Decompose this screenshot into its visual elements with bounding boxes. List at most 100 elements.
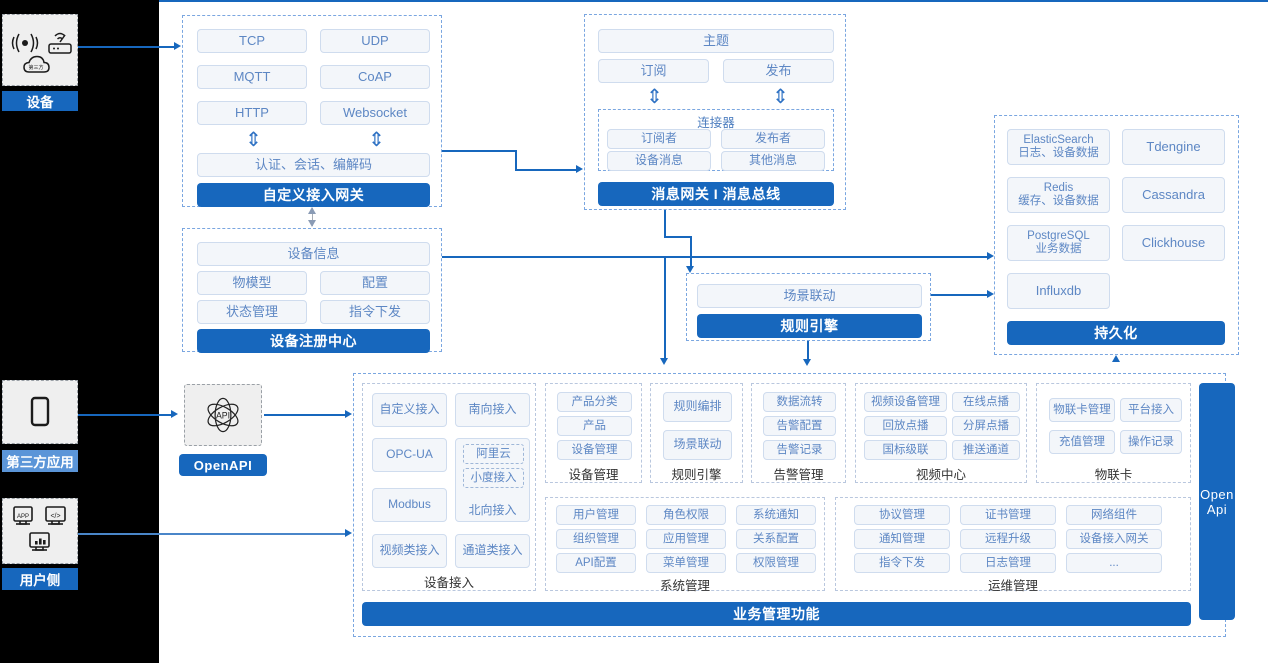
thing-model-chip[interactable]: 物模型 xyxy=(197,271,307,295)
item-menu-mgmt[interactable]: 菜单管理 xyxy=(646,553,726,573)
item-device-access-gateway[interactable]: 设备接入网关 xyxy=(1066,529,1162,549)
db-elasticsearch[interactable]: ElasticSearch 日志、设备数据 xyxy=(1007,129,1110,165)
db-postgresql[interactable]: PostgreSQL 业务数据 xyxy=(1007,225,1110,261)
item-more[interactable]: ... xyxy=(1066,553,1162,573)
connector-device-message[interactable]: 设备消息 xyxy=(607,151,711,171)
device-registry-panel: 设备信息 物模型 配置 状态管理 指令下发 设备注册中心 xyxy=(182,228,442,353)
item-system-notice[interactable]: 系统通知 xyxy=(736,505,816,525)
device-registry-bar[interactable]: 设备注册中心 xyxy=(197,329,430,353)
access-xiaodu[interactable]: 小度接入 xyxy=(463,468,524,488)
state-management-chip[interactable]: 状态管理 xyxy=(197,300,307,324)
item-split-screen-vod[interactable]: 分屏点播 xyxy=(952,416,1020,436)
item-alarm-config[interactable]: 告警配置 xyxy=(763,416,836,436)
item-alarm-record[interactable]: 告警记录 xyxy=(763,440,836,460)
access-northbound-box[interactable]: 阿里云 小度接入 北向接入 xyxy=(455,438,530,522)
item-product-category[interactable]: 产品分类 xyxy=(557,392,632,412)
item-permission-mgmt[interactable]: 权限管理 xyxy=(736,553,816,573)
access-modbus[interactable]: Modbus xyxy=(372,488,447,522)
db-redis[interactable]: Redis 缓存、设备数据 xyxy=(1007,177,1110,213)
item-network-component[interactable]: 网络组件 xyxy=(1066,505,1162,525)
api-atom-icon: API xyxy=(207,397,239,433)
connector-bus-to-business xyxy=(664,256,666,360)
item-online-vod[interactable]: 在线点播 xyxy=(952,392,1020,412)
protocol-websocket[interactable]: Websocket xyxy=(320,101,430,125)
item-relation-config[interactable]: 关系配置 xyxy=(736,529,816,549)
item-notice-mgmt[interactable]: 通知管理 xyxy=(854,529,950,549)
rule-engine-bar[interactable]: 规则引擎 xyxy=(697,314,922,338)
access-southbound[interactable]: 南向接入 xyxy=(455,393,530,427)
connector-gateway-to-msg-v xyxy=(515,150,517,170)
openapi-bar-line1: Open xyxy=(1200,486,1234,502)
db-name: Redis xyxy=(1043,182,1074,195)
item-video-device-mgmt[interactable]: 视频设备管理 xyxy=(864,392,947,412)
item-protocol-mgmt[interactable]: 协议管理 xyxy=(854,505,950,525)
subscribe-chip[interactable]: 订阅 xyxy=(598,59,709,83)
item-scene-linkage[interactable]: 场景联动 xyxy=(663,430,732,460)
scene-linkage-chip[interactable]: 场景联动 xyxy=(697,284,922,308)
publish-chip[interactable]: 发布 xyxy=(723,59,834,83)
config-chip[interactable]: 配置 xyxy=(320,271,430,295)
openapi-icon-tile: API xyxy=(184,384,262,446)
item-log-mgmt[interactable]: 日志管理 xyxy=(960,553,1056,573)
connector-other-message[interactable]: 其他消息 xyxy=(721,151,825,171)
auth-session-codec[interactable]: 认证、会话、编解码 xyxy=(197,153,430,177)
topic-chip[interactable]: 主题 xyxy=(598,29,834,53)
command-dispatch-chip[interactable]: 指令下发 xyxy=(320,300,430,324)
item-operation-log[interactable]: 操作记录 xyxy=(1120,430,1182,454)
connector-subscriber[interactable]: 订阅者 xyxy=(607,129,711,149)
db-clickhouse[interactable]: Clickhouse xyxy=(1122,225,1225,261)
db-cassandra[interactable]: Cassandra xyxy=(1122,177,1225,213)
protocol-udp[interactable]: UDP xyxy=(320,29,430,53)
item-gb-cascade[interactable]: 国标级联 xyxy=(864,440,947,460)
access-video[interactable]: 视频类接入 xyxy=(372,534,447,568)
device-tile: 第三方 xyxy=(2,14,78,86)
connector-publisher[interactable]: 发布者 xyxy=(721,129,825,149)
business-panel: 自定义接入 OPC-UA Modbus 视频类接入 南向接入 阿里云 小度接入 … xyxy=(353,373,1235,637)
openapi-vertical-bar[interactable]: Open Api xyxy=(1199,383,1235,620)
group-rule-engine: 规则编排 场景联动 规则引擎 xyxy=(650,383,743,483)
access-opcua[interactable]: OPC-UA xyxy=(372,438,447,472)
item-rule-orchestration[interactable]: 规则编排 xyxy=(663,392,732,422)
item-data-flow[interactable]: 数据流转 xyxy=(763,392,836,412)
item-recharge-mgmt[interactable]: 充值管理 xyxy=(1049,430,1115,454)
persistence-bar[interactable]: 持久化 xyxy=(1007,321,1225,345)
item-org-mgmt[interactable]: 组织管理 xyxy=(556,529,636,549)
arrow-head-icon xyxy=(345,410,352,418)
protocol-http[interactable]: HTTP xyxy=(197,101,307,125)
item-iot-card-mgmt[interactable]: 物联卡管理 xyxy=(1049,398,1115,422)
group-label: 设备管理 xyxy=(568,468,619,482)
item-api-config[interactable]: API配置 xyxy=(556,553,636,573)
item-remote-upgrade[interactable]: 远程升级 xyxy=(960,529,1056,549)
svg-text:第三方: 第三方 xyxy=(28,64,43,71)
device-info-chip[interactable]: 设备信息 xyxy=(197,242,430,266)
bidirectional-arrow-icon: ⇕ xyxy=(646,86,663,108)
protocol-mqtt[interactable]: MQTT xyxy=(197,65,307,89)
access-aliyun[interactable]: 阿里云 xyxy=(463,444,524,464)
business-management-bar[interactable]: 业务管理功能 xyxy=(362,602,1191,626)
access-custom[interactable]: 自定义接入 xyxy=(372,393,447,427)
item-user-mgmt[interactable]: 用户管理 xyxy=(556,505,636,525)
db-tdengine[interactable]: Tdengine xyxy=(1122,129,1225,165)
protocol-coap[interactable]: CoAP xyxy=(320,65,430,89)
item-playback-vod[interactable]: 回放点播 xyxy=(864,416,947,436)
item-app-mgmt[interactable]: 应用管理 xyxy=(646,529,726,549)
item-platform-access[interactable]: 平台接入 xyxy=(1120,398,1182,422)
item-product[interactable]: 产品 xyxy=(557,416,632,436)
message-gateway-bar[interactable]: 消息网关 I 消息总线 xyxy=(598,182,834,206)
item-device-management[interactable]: 设备管理 xyxy=(557,440,632,460)
connector-gateway-to-msg-h2 xyxy=(515,169,577,171)
custom-access-gateway-bar[interactable]: 自定义接入网关 xyxy=(197,183,430,207)
item-role-permission[interactable]: 角色权限 xyxy=(646,505,726,525)
group-video-center: 视频设备管理 在线点播 回放点播 分屏点播 国标级联 推送通道 视频中心 xyxy=(855,383,1027,483)
arrow-head-down-icon xyxy=(686,266,694,273)
diagram-canvas: TCP UDP MQTT CoAP HTTP Websocket ⇕ ⇕ 认证、… xyxy=(65,0,1268,663)
rule-engine-panel: 场景联动 规则引擎 xyxy=(686,273,931,341)
svg-text:APP: APP xyxy=(17,514,29,520)
openapi-badge[interactable]: OpenAPI xyxy=(179,454,267,476)
item-command-dispatch[interactable]: 指令下发 xyxy=(854,553,950,573)
item-certificate-mgmt[interactable]: 证书管理 xyxy=(960,505,1056,525)
access-channel[interactable]: 通道类接入 xyxy=(455,534,530,568)
db-influxdb[interactable]: Influxdb xyxy=(1007,273,1110,309)
item-push-channel[interactable]: 推送通道 xyxy=(952,440,1020,460)
protocol-tcp[interactable]: TCP xyxy=(197,29,307,53)
